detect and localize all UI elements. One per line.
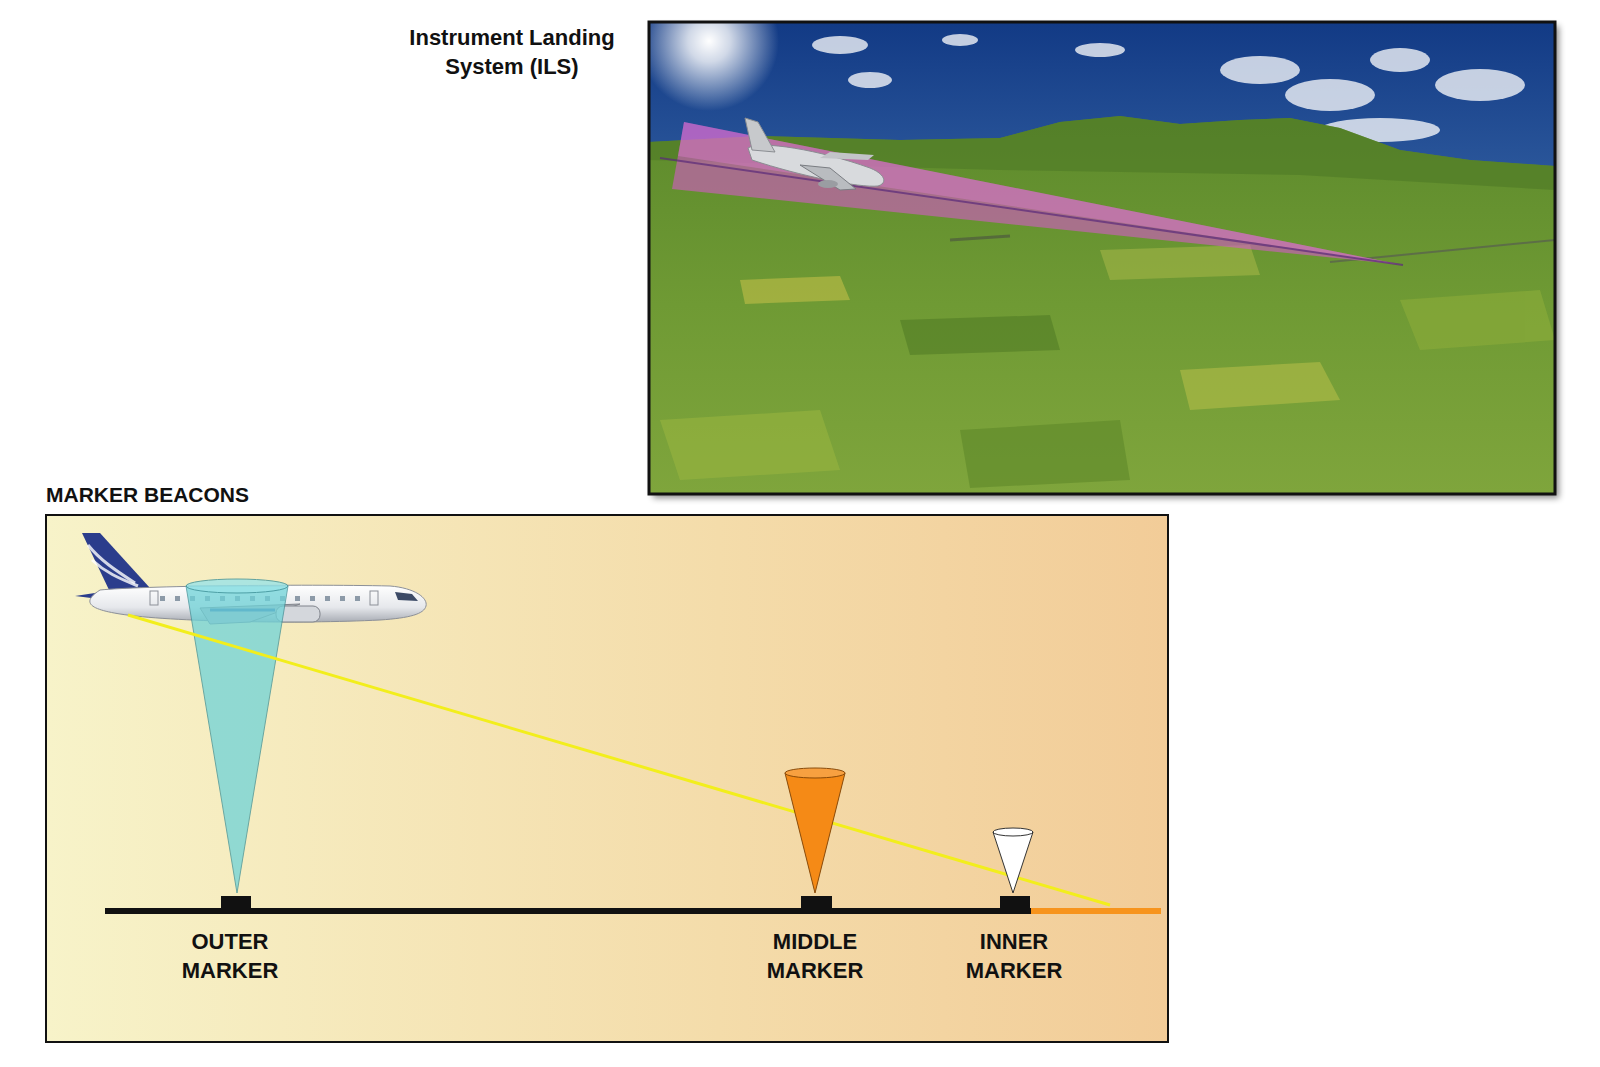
- panel-heading: MARKER BEACONS: [46, 481, 446, 508]
- marker-panel-ground: [46, 515, 1168, 1042]
- marker-label: MIDDLE MARKER: [745, 928, 885, 985]
- marker-label: INNER MARKER: [944, 928, 1084, 985]
- middle-transmitter: [801, 896, 832, 911]
- panel-shadow: [649, 22, 1555, 494]
- panel-heading: Instrument Landing System (ILS): [387, 24, 637, 81]
- panel-border: [649, 22, 1555, 494]
- runway: [1031, 908, 1161, 914]
- marker-label: OUTER MARKER: [160, 928, 300, 985]
- inner-transmitter: [1000, 896, 1030, 911]
- ils-scene: [649, 22, 1555, 494]
- ils-panel: Instrument Landing System (ILS): [649, 22, 1555, 494]
- outer-transmitter: [221, 896, 251, 911]
- ils-aircraft: [745, 118, 884, 190]
- glide-path: [128, 615, 1110, 905]
- panel-border: [46, 515, 1168, 1042]
